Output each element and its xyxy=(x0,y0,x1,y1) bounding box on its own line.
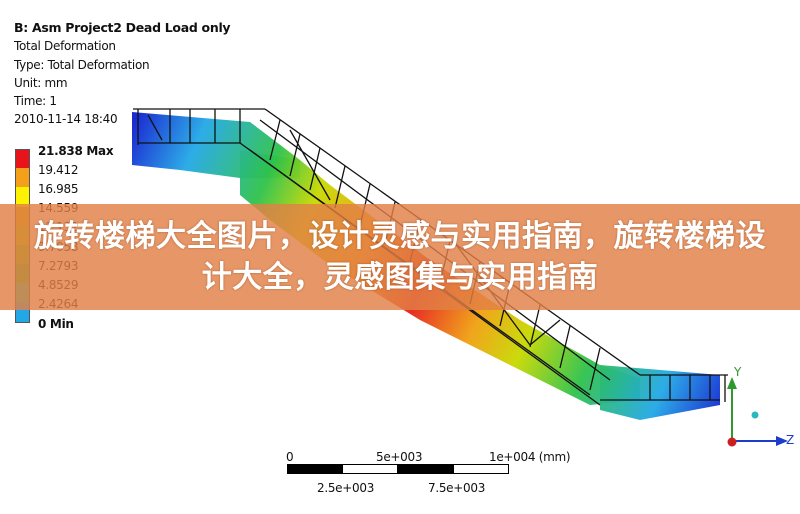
legend-swatch-1 xyxy=(15,168,30,188)
scale-label-10000: 1e+004 (mm) xyxy=(489,450,571,464)
view-point-icon xyxy=(751,411,759,419)
result-time: Time: 1 xyxy=(14,94,57,109)
banner-headline: 旋转楼梯大全图片，设计灵感与实用指南，旋转楼梯设计大全，灵感图集与实用指南 xyxy=(34,219,766,295)
y-axis-label: Y xyxy=(734,365,742,379)
scale-label-2500: 2.5e+003 xyxy=(317,481,375,495)
scale-segment-3 xyxy=(397,464,454,474)
origin-icon xyxy=(727,437,737,447)
scale-label-0: 0 xyxy=(286,450,294,464)
result-timestamp: 2010-11-14 18:40 xyxy=(14,112,118,127)
scale-segment-2 xyxy=(342,464,398,474)
result-type: Type: Total Deformation xyxy=(14,57,150,72)
analysis-title: B: Asm Project2 Dead Load only xyxy=(14,20,231,35)
scale-label-7500: 7.5e+003 xyxy=(428,481,486,495)
legend-label-min: 0 Min xyxy=(38,317,74,331)
z-axis-label: Z xyxy=(786,433,795,447)
result-unit: Unit: mm xyxy=(14,75,68,90)
title-banner: 旋转楼梯大全图片，设计灵感与实用指南，旋转楼梯设计大全，灵感图集与实用指南 xyxy=(0,204,800,310)
result-info-panel: B: Asm Project2 Dead Load only Total Def… xyxy=(14,19,231,129)
legend-label: 16.985 xyxy=(38,182,79,196)
result-name: Total Deformation xyxy=(14,39,116,54)
coordinate-triad: Y Z xyxy=(720,365,800,455)
legend-swatch-0 xyxy=(15,149,30,169)
legend-label-max: 21.838 Max xyxy=(38,144,114,158)
scale-label-5000: 5e+003 xyxy=(376,450,423,464)
scale-segment-1 xyxy=(287,464,343,474)
legend-swatch-2 xyxy=(15,187,30,207)
legend-label: 19.412 xyxy=(38,163,79,177)
scale-segment-4 xyxy=(453,464,509,474)
